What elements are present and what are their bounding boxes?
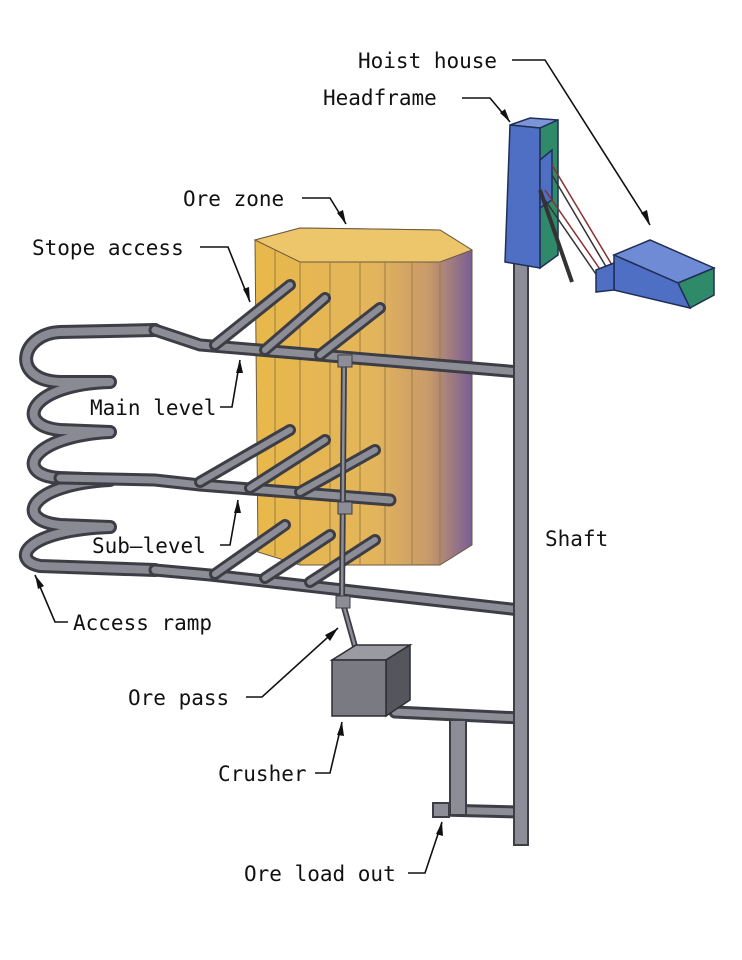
ore-zone-body [253, 227, 474, 566]
access-ramp-tunnel [19, 323, 162, 577]
hoist-house [595, 239, 716, 310]
label-access-ramp: Access ramp [73, 611, 212, 635]
label-ore-pass: Ore pass [128, 686, 229, 710]
ore-load-out-structure [432, 719, 467, 818]
label-ore-load-out: Ore load out [244, 862, 396, 886]
ore-pass [335, 354, 359, 653]
leader-lines [34, 59, 651, 874]
crusher-block [329, 643, 413, 718]
label-sub-level: Sub–level [92, 534, 206, 558]
headframe [504, 117, 559, 270]
mine-shaft [513, 254, 529, 846]
label-hoist-house: Hoist house [358, 49, 497, 73]
label-shaft: Shaft [545, 527, 608, 551]
hoist-ropes [538, 164, 613, 283]
label-headframe: Headframe [323, 86, 437, 110]
labels: Hoist house Headframe Ore zone Stope acc… [32, 49, 608, 886]
label-crusher: Crusher [218, 762, 307, 786]
label-stope-access: Stope access [32, 236, 184, 260]
label-main-level: Main level [90, 396, 216, 420]
label-ore-zone: Ore zone [183, 187, 284, 211]
